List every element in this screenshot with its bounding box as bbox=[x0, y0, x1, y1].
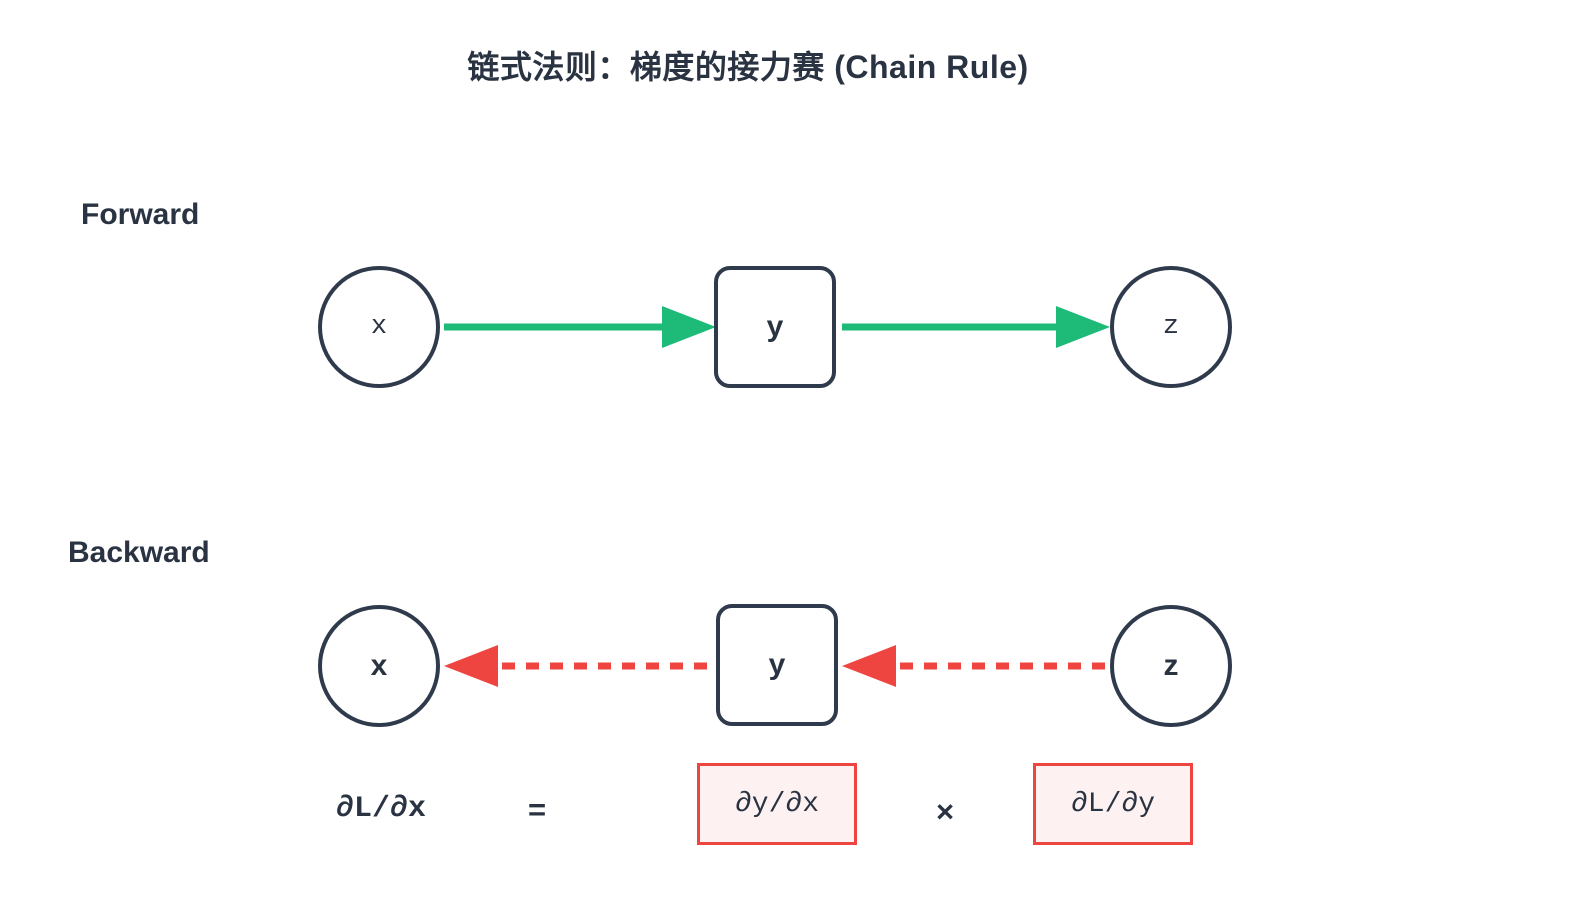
backward-node-x: x bbox=[318, 605, 440, 727]
formula-local-gradient-label: ∂y/∂x bbox=[734, 788, 819, 820]
formula-upstream-gradient-box: ∂L/∂y bbox=[1033, 763, 1193, 845]
backward-arrow-z-to-y-icon bbox=[842, 645, 1110, 687]
forward-node-z-label: z bbox=[1162, 312, 1180, 342]
forward-node-x: x bbox=[318, 266, 440, 388]
forward-arrow-y-to-z-icon bbox=[842, 306, 1110, 348]
backward-node-z: z bbox=[1110, 605, 1232, 727]
forward-section-label: Forward bbox=[81, 198, 200, 231]
backward-arrow-y-to-x-icon bbox=[444, 645, 716, 687]
forward-node-x-label: x bbox=[370, 312, 388, 342]
formula-times-sign: × bbox=[935, 794, 955, 829]
backward-node-z-label: z bbox=[1163, 649, 1179, 682]
formula-local-gradient-box: ∂y/∂x bbox=[697, 763, 857, 845]
backward-node-y-label: y bbox=[768, 648, 786, 681]
formula-equals-sign: = bbox=[527, 792, 547, 827]
forward-arrow-x-to-y-icon bbox=[444, 306, 716, 348]
backward-node-x-label: x bbox=[370, 649, 388, 682]
backward-node-y: y bbox=[716, 604, 838, 726]
forward-node-z: z bbox=[1110, 266, 1232, 388]
formula-upstream-gradient-label: ∂L/∂y bbox=[1070, 788, 1155, 820]
backward-section-label: Backward bbox=[68, 536, 210, 569]
forward-node-y-label: y bbox=[766, 310, 784, 343]
formula-lhs: ∂L/∂x bbox=[335, 792, 427, 826]
page-title: 链式法则：梯度的接力赛 (Chain Rule) bbox=[467, 49, 1029, 85]
forward-node-y: y bbox=[714, 266, 836, 388]
